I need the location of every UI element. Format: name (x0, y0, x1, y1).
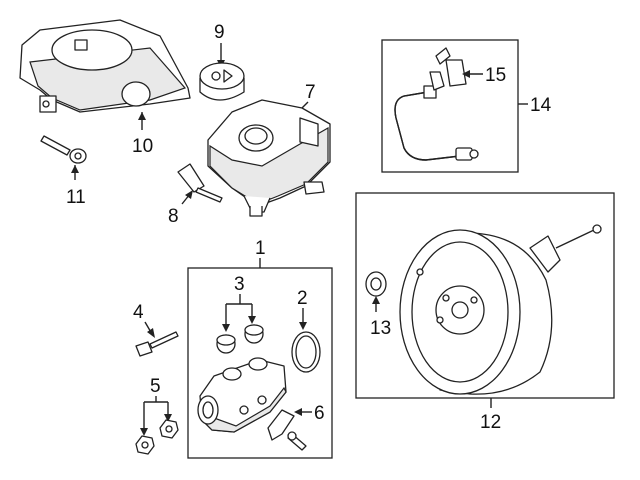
callout-8: 8 (168, 206, 179, 227)
callout-6: 6 (314, 403, 325, 424)
arrow-4 (147, 328, 155, 338)
arrow-3a (222, 324, 230, 332)
callout-5: 5 (150, 376, 161, 397)
arrow-5a (140, 428, 148, 436)
reservoir-part (207, 99, 331, 217)
callout-3: 3 (234, 274, 245, 295)
pin-part (177, 163, 223, 203)
hose-kit-frame (381, 39, 519, 173)
arrow-2 (299, 322, 307, 330)
callout-14: 14 (530, 95, 552, 116)
arrow-8 (185, 190, 193, 199)
stud-part (135, 331, 179, 357)
callout-15: 15 (485, 65, 506, 86)
callout-11: 11 (66, 187, 86, 208)
arrow-6 (294, 408, 302, 416)
arrow-13 (372, 296, 380, 304)
callout-4: 4 (133, 302, 144, 323)
callout-1: 1 (255, 238, 266, 259)
callout-10: 10 (132, 136, 153, 157)
cap-part (199, 62, 245, 101)
booster-frame (355, 192, 615, 399)
callout-13: 13 (370, 318, 391, 339)
arrow-5b (164, 414, 172, 422)
arrow-11 (71, 165, 79, 173)
cover-part (19, 19, 191, 113)
booster-part (399, 224, 602, 395)
grommets-part (216, 324, 264, 354)
arrow-10 (138, 112, 146, 120)
leader-5 (143, 396, 169, 430)
leader-3 (225, 294, 253, 326)
callout-7: 7 (305, 82, 316, 103)
o-ring-part (291, 331, 321, 373)
sensor-part (267, 409, 307, 451)
arrow-3b (248, 316, 256, 324)
callout-2: 2 (297, 288, 308, 309)
arrow-15 (462, 70, 470, 78)
nuts-part (135, 419, 179, 455)
hose-kit-part (394, 47, 479, 161)
booster-grommet-part (365, 271, 387, 297)
callout-12: 12 (480, 412, 501, 433)
callout-9: 9 (214, 22, 225, 43)
master-cylinder-frame (187, 267, 333, 459)
cover-bolt-part (40, 135, 87, 164)
master-cylinder-part (197, 357, 287, 433)
